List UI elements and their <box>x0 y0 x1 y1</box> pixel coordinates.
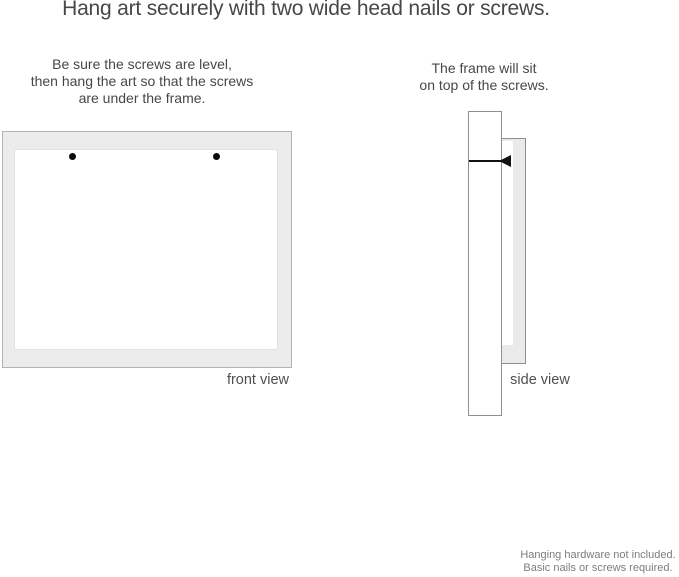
front-view-instruction-text: Be sure the screws are level, then hang … <box>30 56 254 106</box>
nail-shaft-icon <box>469 160 502 162</box>
side-view-wall <box>468 111 502 416</box>
front-view-label: front view <box>226 372 289 388</box>
nail-head-right-icon <box>213 153 220 160</box>
nail-head-left-icon <box>69 153 76 160</box>
side-view-label: side view <box>510 372 570 388</box>
side-view-frame-recess <box>502 141 513 345</box>
page-title: Hang art securely with two wide head nai… <box>62 0 550 20</box>
side-view-instruction-text: The frame will sit on top of the screws. <box>419 60 549 93</box>
front-view-frame-opening <box>14 149 278 350</box>
nail-head-icon <box>499 155 511 167</box>
hardware-disclaimer: Hanging hardware not included. Basic nai… <box>520 549 676 574</box>
